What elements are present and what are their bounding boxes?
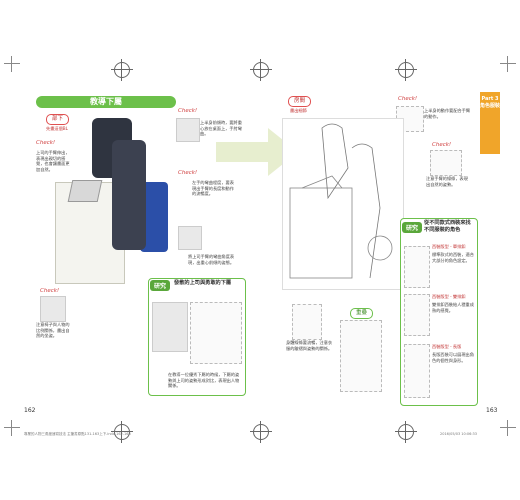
suit-label: 西裝版型 - 單排釦 <box>432 244 466 249</box>
check-label: Check! <box>398 96 418 102</box>
suit-label: 西裝版型 - 長版 <box>432 344 462 349</box>
check-label: Check! <box>178 170 198 176</box>
check-label: Check! <box>36 140 56 146</box>
page-number-right: 163 <box>486 407 498 414</box>
note-text: 身體線條要流暢，注意衣服的皺褶與姿勢的關係。 <box>286 340 333 351</box>
crop-mark <box>4 420 20 436</box>
print-footer-left: 專業的人物三角度速寫技法 主筆書原點131-163上下.indd 162-163 <box>24 432 131 436</box>
crop-mark <box>500 56 516 72</box>
page-number-left: 162 <box>24 407 36 414</box>
label-boss-sub: 畫出細節 <box>290 108 307 113</box>
suit-sketch <box>404 246 430 288</box>
research-photo <box>152 302 188 352</box>
subordinate-figure <box>112 140 146 250</box>
suit-sketch <box>404 294 430 336</box>
laptop-illustration <box>67 180 103 202</box>
registration-mark <box>250 59 272 81</box>
figure-sketch <box>340 320 382 392</box>
note-text: 上半身前傾時，要將重心放在桌面上，手肘彎曲。 <box>200 120 242 137</box>
note-text: 將上司手臂的彎曲角度表現，出重心前傾的姿態。 <box>188 254 235 265</box>
print-footer-right: 2016/05/03 10:06:33 <box>440 432 478 436</box>
arrow-right-icon <box>216 128 298 176</box>
detail-sketch <box>292 304 322 340</box>
label-overlap: 重疊 <box>350 308 374 319</box>
note-text: 左手的彎曲程度，要表現出手臂的長度和動作的流暢度。 <box>192 180 234 197</box>
registration-mark <box>395 59 417 81</box>
detail-sketch <box>430 150 462 176</box>
check-label: Check! <box>40 288 60 294</box>
research-sketch <box>190 302 242 364</box>
line-art-scene <box>282 118 404 290</box>
note-text: 上司的手臂伸出，表現出親切的感覺，也會讓畫面更加自然。 <box>36 150 70 172</box>
note-text: 注意手臂的線條，表現出自然的姿勢。 <box>426 176 468 187</box>
note-text: 上半身的動作要配合手臂的動作。 <box>424 108 471 119</box>
detail-thumbnail <box>178 226 202 250</box>
check-label: Check! <box>178 108 198 114</box>
registration-mark <box>250 421 272 443</box>
crop-mark <box>4 56 20 72</box>
line-art-figures <box>289 123 393 279</box>
research-badge: 研究 <box>402 222 423 233</box>
registration-mark <box>111 421 133 443</box>
chapter-side-tab: Part 3 角色服裝 <box>480 92 500 154</box>
registration-mark <box>111 59 133 81</box>
label-subordinate-sub: 先畫這個BL <box>46 126 68 131</box>
suit-note: 長版西裝可以展現出角色的個性與身形。 <box>432 352 474 363</box>
section-banner: 教導下屬 <box>36 96 176 108</box>
crop-mark <box>500 420 516 436</box>
label-boss: 房間 <box>288 96 312 107</box>
research-note: 在教導一位優秀下屬的時候，下屬的姿勢與上司的姿勢形成對比，表現出人物關係。 <box>168 372 240 389</box>
suit-note: 標準款式的西裝，適合大部分的角色設定。 <box>432 252 474 263</box>
suit-note: 雙排釦西裝給人穩重成熟的感覺。 <box>432 302 474 313</box>
research-title: 從不同款式西裝來找不同服裝的角色 <box>424 220 471 233</box>
detail-thumbnail <box>176 118 200 142</box>
research-title: 發散的上司與勇敢的下屬 <box>174 280 232 286</box>
registration-mark <box>395 421 417 443</box>
detail-thumbnail <box>40 296 66 322</box>
suit-label: 西裝版型 - 雙排釦 <box>432 294 466 299</box>
check-label: Check! <box>432 142 452 148</box>
note-text: 注意椅子與人物的比例關係，畫出自然的坐姿。 <box>36 322 70 339</box>
label-subordinate: 部下 <box>46 114 70 125</box>
suit-sketch <box>404 344 430 398</box>
research-badge: 研究 <box>150 280 171 291</box>
